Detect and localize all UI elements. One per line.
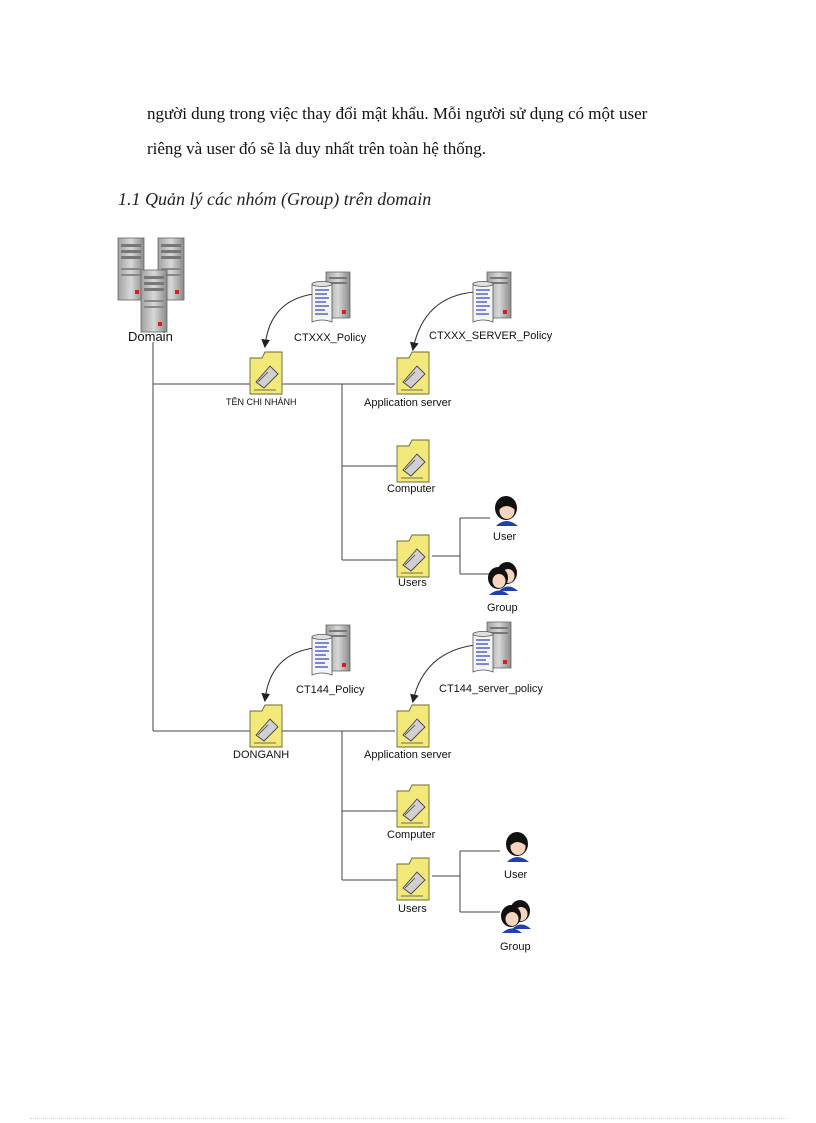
server-policy-icon xyxy=(472,271,512,323)
user-label-1: User xyxy=(493,531,517,543)
body-text-line-2: riêng và user đó sẽ là duy nhất trên toà… xyxy=(147,139,486,158)
users-label-1: Users xyxy=(398,577,427,589)
computer-label-2: Computer xyxy=(387,829,436,841)
ou-folder-icon xyxy=(249,704,283,748)
group-label-2: Group xyxy=(500,941,531,953)
body-text-line-1: người dung trong việc thay đổi mật khẩu.… xyxy=(147,104,648,123)
users-folder-icon xyxy=(396,857,430,901)
app-server-folder-icon xyxy=(396,351,430,395)
server-policy-label-1: CTXXX_SERVER_Policy xyxy=(429,330,553,342)
domain-server-icon xyxy=(117,237,185,333)
app-server-label-1: Application server xyxy=(364,397,452,409)
user-icon xyxy=(506,832,529,862)
ou-folder-icon xyxy=(249,351,283,395)
ou-label-1: TÊN CHI NHÁNH xyxy=(226,397,297,407)
domain-label: Domain xyxy=(128,329,173,344)
ou-policy-label-1: CTXXX_Policy xyxy=(294,332,367,344)
group-icon xyxy=(501,900,531,933)
group-icon xyxy=(488,562,518,595)
ou-policy-label-2: CT144_Policy xyxy=(296,684,365,696)
ou-label-2: DONGANH xyxy=(233,749,289,761)
group-label-1: Group xyxy=(487,602,518,614)
user-label-2: User xyxy=(504,869,528,881)
computer-folder-icon xyxy=(396,784,430,828)
ou-policy-server-icon xyxy=(311,271,351,323)
users-folder-icon xyxy=(396,534,430,578)
users-label-2: Users xyxy=(398,903,427,915)
policy-link-arrows xyxy=(261,291,476,704)
connector-lines xyxy=(152,342,500,913)
section-heading: 1.1 Quản lý các nhóm (Group) trên domain xyxy=(118,189,432,209)
user-icon xyxy=(495,496,518,526)
app-server-folder-icon xyxy=(396,704,430,748)
app-server-label-2: Application server xyxy=(364,749,452,761)
computer-folder-icon xyxy=(396,439,430,483)
server-policy-label-2: CT144_server_policy xyxy=(439,683,543,695)
ou-policy-server-icon xyxy=(311,624,351,676)
server-policy-icon xyxy=(472,621,512,673)
page-bottom-divider xyxy=(30,1118,786,1119)
computer-label-1: Computer xyxy=(387,483,436,495)
